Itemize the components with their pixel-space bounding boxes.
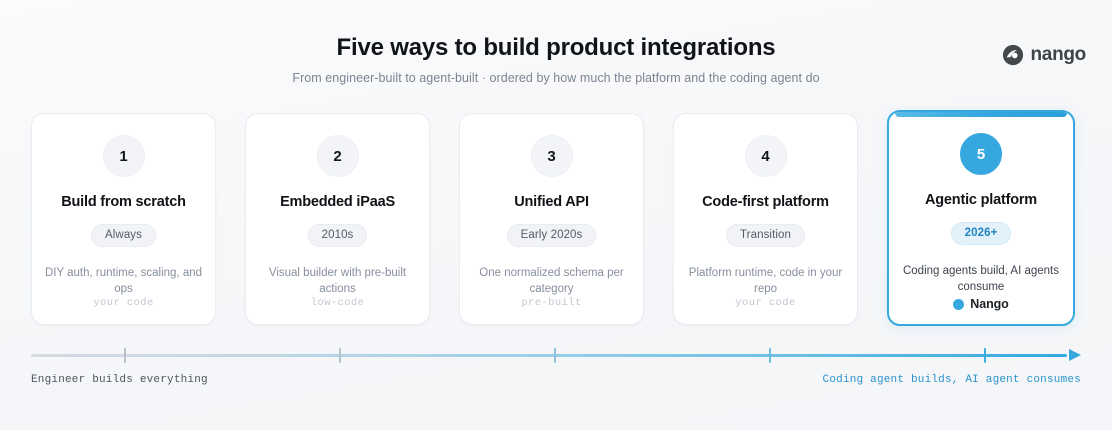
card-footer-tag: your code xyxy=(735,297,796,309)
brand-name: nango xyxy=(1030,44,1087,65)
axis-tick-5 xyxy=(984,348,986,363)
card-era-pill: Transition xyxy=(725,223,806,247)
page-title: Five ways to build product integrations xyxy=(336,34,776,61)
axis-tick-3 xyxy=(554,348,556,363)
axis-line xyxy=(31,354,1067,357)
card-description: DIY auth, runtime, scaling, and ops xyxy=(44,266,203,295)
axis-tick-1 xyxy=(124,348,126,363)
card-brand-label: Nango xyxy=(970,297,1009,311)
card-number-badge: 3 xyxy=(530,135,573,177)
card-number-badge: 2 xyxy=(316,135,359,177)
approach-card-4[interactable]: 4 Code-first platform Transition Platfor… xyxy=(673,113,858,325)
card-era-pill: Always xyxy=(90,223,157,247)
axis-tick-4 xyxy=(769,348,771,363)
card-era-pill: 2026+ xyxy=(950,221,1012,245)
card-title: Embedded iPaaS xyxy=(280,194,395,210)
axis-label-end: Coding agent builds, AI agent consumes xyxy=(822,374,1081,386)
brand-logo[interactable]: nango xyxy=(1002,44,1087,66)
card-footer-tag: pre-built xyxy=(521,297,582,309)
card-title: Code-first platform xyxy=(702,194,829,210)
card-number-badge: 5 xyxy=(960,133,1002,175)
axis-tick-2 xyxy=(339,348,341,363)
card-title: Agentic platform xyxy=(925,192,1037,208)
header: Five ways to build product integrations … xyxy=(0,0,1112,100)
card-accent-bar xyxy=(895,112,1067,117)
axis-label-start: Engineer builds everything xyxy=(31,374,208,386)
approach-card-2[interactable]: 2 Embedded iPaaS 2010s Visual builder wi… xyxy=(245,113,430,325)
card-description: One normalized schema per category xyxy=(479,266,624,295)
card-footer-tag: your code xyxy=(93,297,154,309)
card-description: Coding agents build, AI agents consume xyxy=(902,264,1059,293)
card-era-pill: Early 2020s xyxy=(506,223,597,247)
card-description: Visual builder with pre-built actions xyxy=(268,266,407,295)
approach-card-3[interactable]: 3 Unified API Early 2020s One normalized… xyxy=(459,113,644,325)
card-title: Build from scratch xyxy=(61,194,186,210)
arrow-right-icon xyxy=(1069,349,1081,361)
approach-card-5[interactable]: 5 Agentic platform 2026+ Coding agents b… xyxy=(887,110,1075,326)
card-footer-tag: low-code xyxy=(310,297,365,309)
page-subtitle: From engineer-built to agent-built · ord… xyxy=(292,71,820,85)
approach-card-1[interactable]: 1 Build from scratch Always DIY auth, ru… xyxy=(31,113,216,325)
card-title: Unified API xyxy=(514,194,589,210)
card-era-pill: 2010s xyxy=(307,223,368,247)
card-number-badge: 1 xyxy=(102,135,145,177)
card-description: Platform runtime, code in your repo xyxy=(688,266,843,295)
card-brand-row: Nango xyxy=(889,297,1073,311)
nango-logo-icon xyxy=(1002,44,1023,66)
approach-card-list: 1 Build from scratch Always DIY auth, ru… xyxy=(31,110,1081,326)
spectrum-axis xyxy=(31,348,1081,364)
axis-label-row: Engineer builds everything Coding agent … xyxy=(31,374,1081,390)
card-number-badge: 4 xyxy=(744,135,787,177)
brand-dot-icon xyxy=(953,298,965,310)
